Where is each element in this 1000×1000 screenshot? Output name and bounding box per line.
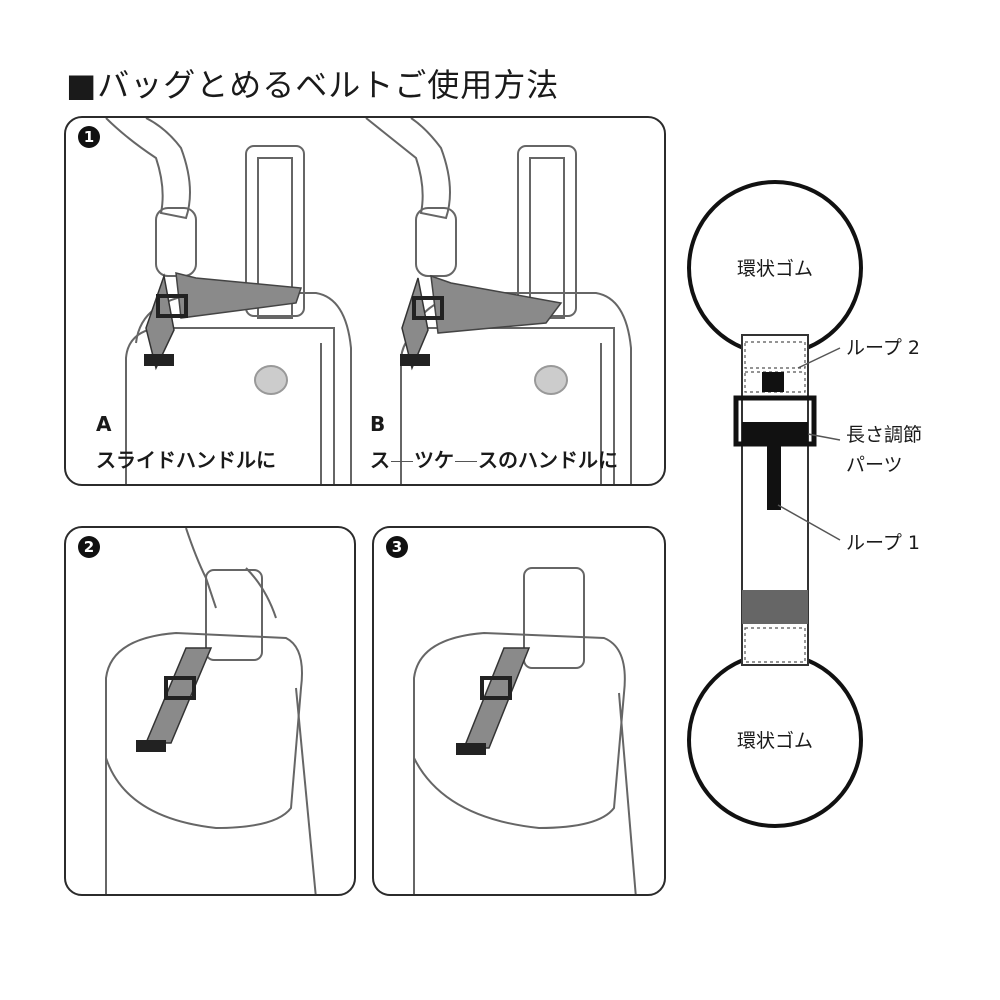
step-2-number: 2 <box>78 536 100 558</box>
step-1-number: 1 <box>78 126 100 148</box>
length-adjust-label-line-1: 長さ調節 <box>846 424 923 446</box>
bottom-ring-label: 環状ゴム <box>736 730 813 752</box>
step-1-panel: 1 A スライドハンドルに B スツケスのハンドルに <box>64 116 666 486</box>
page-title: ■バッグとめるベルトご使用方法 <box>66 66 560 104</box>
step-3-panel: 3 <box>372 526 666 896</box>
belt-diagram-art <box>687 180 863 828</box>
step-2-panel: 2 <box>64 526 356 896</box>
step-3-illustration <box>413 567 637 894</box>
loop-1-label: ループ 1 <box>846 532 920 554</box>
length-adjust-label-line-2: パーツ <box>846 454 903 476</box>
belt-parts-diagram: 環状ゴム 環状ゴム ループ 2 長さ調節 パーツ ループ 1 <box>670 150 990 850</box>
step-3-number: 3 <box>386 536 408 558</box>
option-a-letter: A <box>96 412 112 436</box>
option-b-letter: B <box>370 412 386 436</box>
step-1-illustration <box>105 118 632 484</box>
loop-2-label: ループ 2 <box>846 337 920 359</box>
option-a-caption: スライドハンドルに <box>96 448 276 472</box>
loop-1-strap <box>767 444 781 510</box>
option-b-caption: スツケスのハンドルに <box>370 448 618 472</box>
top-ring-label: 環状ゴム <box>736 258 813 280</box>
step-2-illustration <box>105 528 317 894</box>
